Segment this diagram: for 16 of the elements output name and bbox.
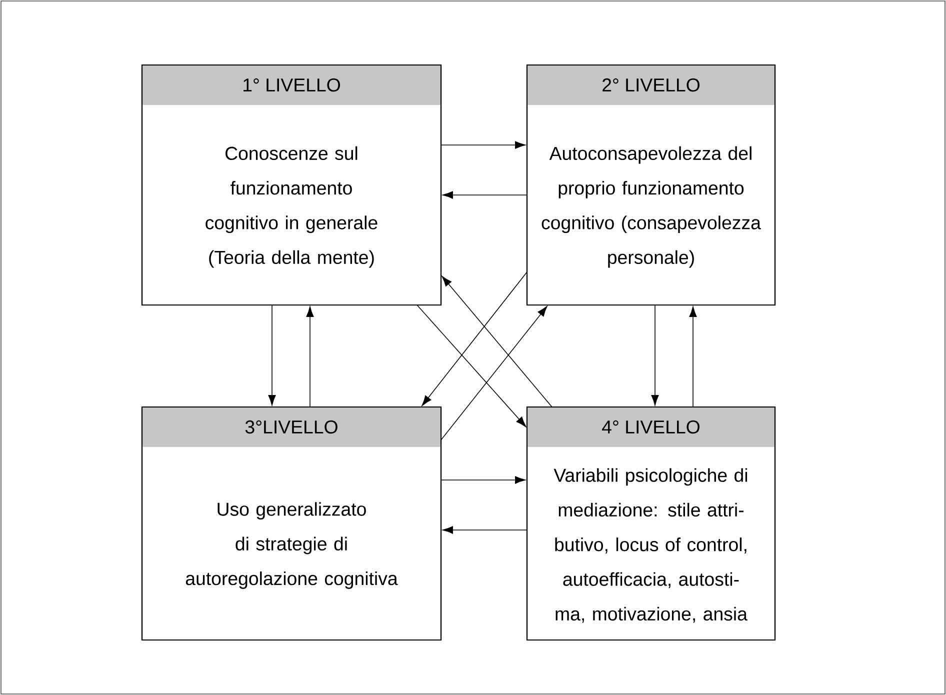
level-box: 2° LIVELLO Autoconsapevolezza del proprio funzionamento cognitivo (consapevolezza personale) bbox=[526, 64, 776, 306]
arrow bbox=[442, 526, 528, 534]
arrow bbox=[440, 306, 548, 440]
arrow bbox=[442, 191, 528, 199]
arrow bbox=[651, 304, 659, 406]
level-box: 3°LIVELLO Uso generalizzato di strategie di autoregolazione cognitiva bbox=[141, 406, 442, 641]
arrow bbox=[416, 304, 526, 428]
arrow bbox=[422, 272, 528, 406]
arrow bbox=[689, 306, 697, 408]
arrow bbox=[440, 141, 526, 149]
arrow bbox=[268, 304, 276, 406]
arrow bbox=[306, 306, 314, 408]
level-box: 1° LIVELLO Conoscenze sul funzionamento cognitivo in generale (Teoria della mente) bbox=[141, 64, 442, 306]
arrow bbox=[440, 476, 526, 484]
arrow bbox=[442, 276, 552, 408]
level-box: 4° LIVELLO Variabili psicologiche di mediazione: stile attri- butivo, locus of control, autoefficacia, autosti- ma, motivazione, ansia bbox=[526, 406, 776, 641]
